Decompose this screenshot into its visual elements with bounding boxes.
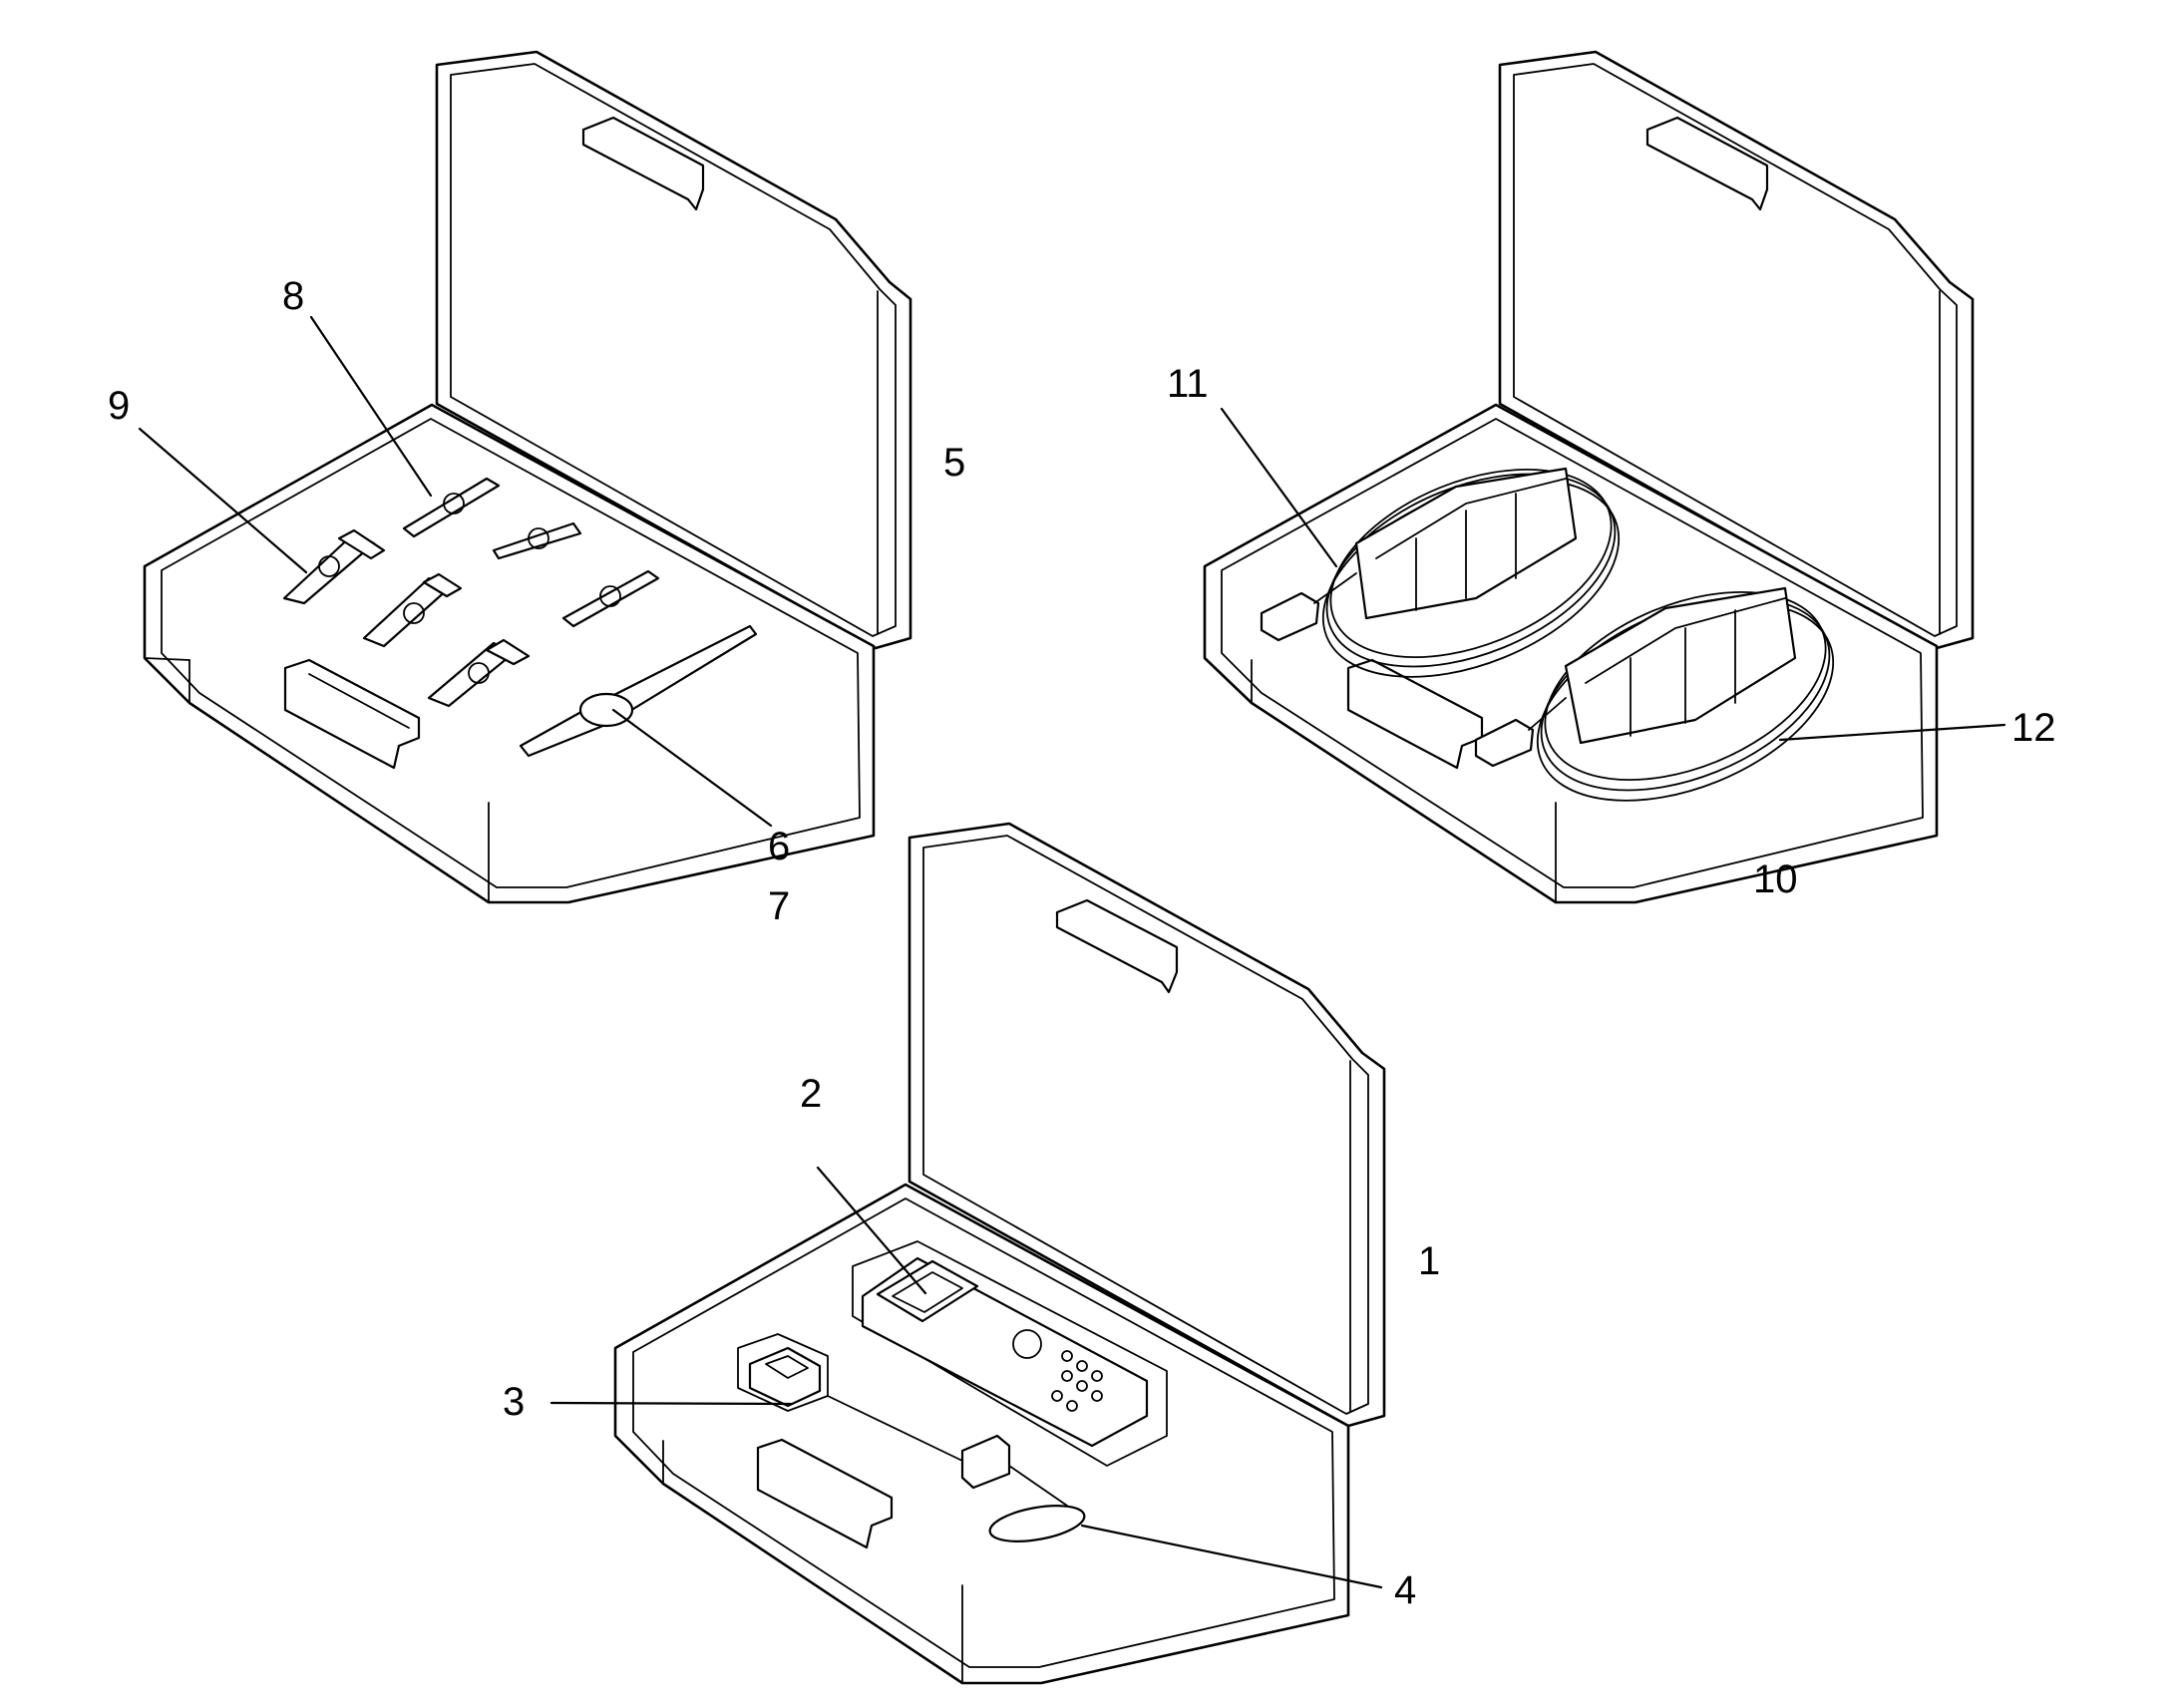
case-5-accessories <box>143 50 912 904</box>
callout-12: 12 <box>2011 706 2056 750</box>
adjustment-tool-slot <box>519 624 758 758</box>
case-5-lid <box>435 50 912 650</box>
cable-coil-11 <box>1260 467 1621 678</box>
cable-coil-12 <box>1474 586 1835 802</box>
case-5-lid-handle <box>581 116 705 211</box>
callout-11: 11 <box>1167 362 1209 406</box>
callout-5: 5 <box>943 441 965 485</box>
case-1-communicator <box>613 822 1386 1685</box>
callout-3: 3 <box>503 1380 525 1424</box>
leader-lines <box>138 315 2006 1589</box>
callout-6: 6 <box>768 825 790 868</box>
callout-9: 9 <box>108 384 130 428</box>
callout-1: 1 <box>1418 1239 1440 1283</box>
modem-adapter <box>737 1333 829 1412</box>
case-1-base <box>613 1183 1350 1685</box>
callout-2: 2 <box>800 1072 822 1116</box>
callout-7: 7 <box>768 884 790 928</box>
handheld-communicator <box>861 1256 1149 1448</box>
case-10-lid-handle <box>1645 116 1769 211</box>
case-10-cables <box>1203 50 1975 904</box>
tool-set <box>282 477 660 708</box>
case-1-lid-handle <box>1055 898 1179 994</box>
callout-10: 10 <box>1753 857 1798 901</box>
cable-connector <box>827 1395 1086 1542</box>
callout-4: 4 <box>1394 1568 1416 1612</box>
case-1-lid <box>908 822 1386 1428</box>
case-10-latch <box>1346 658 1484 770</box>
callout-8: 8 <box>282 274 304 318</box>
case-5-latch <box>283 658 421 770</box>
case-1-latch <box>756 1438 894 1549</box>
